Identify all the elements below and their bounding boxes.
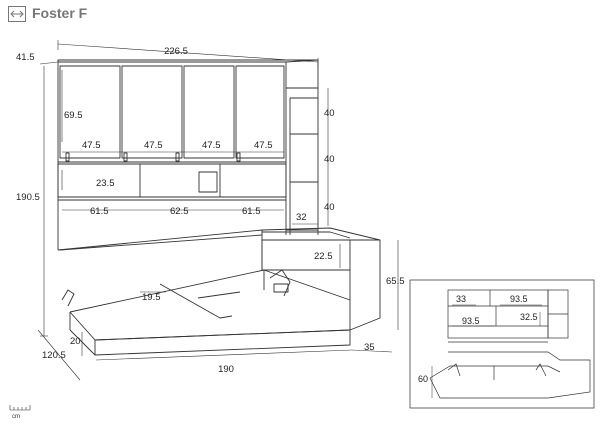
dim-frame-height: 20 bbox=[70, 336, 81, 347]
dim-drawer-height: 22.5 bbox=[314, 251, 333, 262]
header: Foster F bbox=[0, 0, 600, 30]
dim-door-width-1: 47.5 bbox=[82, 140, 101, 151]
inset-dim-shelf-c: 93.5 bbox=[462, 316, 480, 326]
dim-niche-width-1: 61.5 bbox=[90, 206, 109, 217]
dim-door-width-2: 47.5 bbox=[144, 140, 163, 151]
dim-cabinet-height: 69.5 bbox=[64, 110, 83, 121]
dim-side-height: 65.5 bbox=[386, 276, 405, 287]
dim-bed-length: 190 bbox=[218, 364, 234, 375]
dim-door-width-3: 47.5 bbox=[202, 140, 221, 151]
dim-total-height: 190.5 bbox=[16, 192, 40, 203]
scale-ruler: cm bbox=[9, 405, 31, 420]
dim-total-width: 226.5 bbox=[164, 46, 188, 57]
inset-dim-shelf-a: 33 bbox=[456, 294, 466, 304]
inset-drawing: 33 93.5 93.5 32.5 60 bbox=[409, 279, 595, 409]
dim-bed-depth: 120.5 bbox=[42, 350, 66, 361]
dim-side-depth: 35 bbox=[364, 342, 375, 353]
inset-dim-shelf-d: 32.5 bbox=[520, 312, 538, 322]
dim-niche-width-3: 61.5 bbox=[242, 206, 261, 217]
dim-shelf-width: 32 bbox=[296, 212, 307, 223]
dim-niche-width-2: 62.5 bbox=[170, 206, 189, 217]
dimension-labels: 226.5 41.5 69.5 47.5 47.5 47.5 47.5 23.5… bbox=[16, 46, 405, 375]
dim-bed-inner-height: 19.5 bbox=[142, 292, 161, 303]
inset-dim-lift-height: 60 bbox=[418, 374, 428, 384]
dim-niche-height: 23.5 bbox=[96, 178, 115, 189]
dim-shelf-height-1: 40 bbox=[324, 108, 335, 119]
product-title: Foster F bbox=[32, 5, 88, 21]
dim-shelf-height-3: 40 bbox=[324, 202, 335, 213]
scale-unit: cm bbox=[12, 414, 20, 420]
dim-top-depth: 41.5 bbox=[16, 52, 35, 63]
dim-shelf-height-2: 40 bbox=[324, 154, 335, 165]
dim-door-width-4: 47.5 bbox=[254, 140, 273, 151]
width-arrows-icon bbox=[8, 6, 26, 22]
inset-dim-shelf-b: 93.5 bbox=[510, 294, 528, 304]
dimension-lines bbox=[37, 40, 399, 381]
